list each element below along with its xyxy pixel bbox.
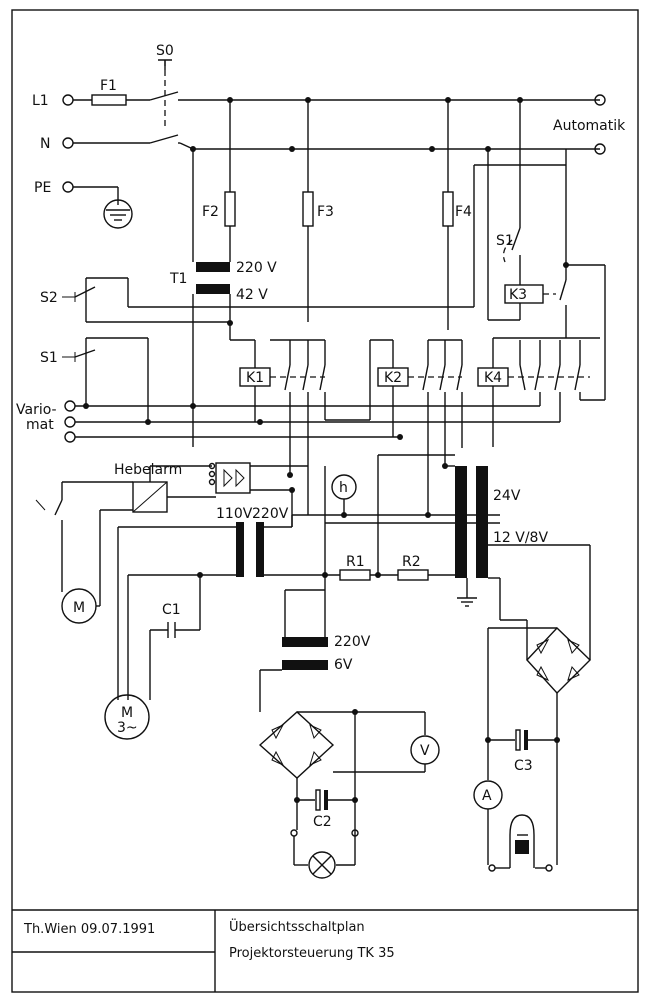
title-block-line1: Übersichtsschaltplan bbox=[229, 920, 365, 935]
variomat-terminals bbox=[64, 400, 560, 443]
label-v: V bbox=[420, 743, 430, 759]
label-k3: K3 bbox=[509, 287, 527, 303]
diagram-labels: S0 F1 L1 N PE Automatik F2 F3 F4 T1 220 … bbox=[16, 43, 626, 830]
label-variomat-2: mat bbox=[26, 417, 54, 433]
hebelarm-section bbox=[35, 462, 308, 624]
sheet-border bbox=[11, 9, 639, 993]
motor-3phase-section bbox=[104, 622, 200, 740]
label-s2: S2 bbox=[40, 290, 58, 306]
label-t1-secondary: 42 V bbox=[236, 287, 268, 303]
label-a: A bbox=[482, 788, 492, 804]
label-f2: F2 bbox=[202, 204, 219, 220]
label-l1: L1 bbox=[32, 93, 49, 109]
label-110v: 110V bbox=[216, 506, 253, 522]
relay-k1 bbox=[229, 323, 326, 490]
fuse-f2 bbox=[224, 191, 236, 227]
ground-symbol bbox=[103, 199, 133, 229]
switch-s1-k3 bbox=[473, 100, 605, 338]
resistors bbox=[339, 454, 455, 581]
label-m-dc: M bbox=[73, 600, 85, 616]
mains-section bbox=[62, 59, 606, 229]
label-c2: C2 bbox=[313, 814, 332, 830]
label-6v: 6V bbox=[334, 657, 353, 673]
bridge-rectifier-right bbox=[473, 578, 591, 872]
label-r1: R1 bbox=[346, 554, 365, 570]
label-s1-left: S1 bbox=[40, 350, 58, 366]
label-h: h bbox=[339, 480, 348, 496]
relay-k4 bbox=[477, 265, 606, 447]
title-block-line2: Projektorsteuerung TK 35 bbox=[229, 946, 395, 961]
motor-m-3phase bbox=[104, 694, 150, 740]
fuse-f4 bbox=[442, 191, 454, 227]
label-f4: F4 bbox=[455, 204, 472, 220]
label-variomat-1: Vario- bbox=[16, 402, 57, 418]
l1-terminal bbox=[62, 94, 74, 106]
lamp bbox=[308, 851, 336, 879]
label-automatik: Automatik bbox=[553, 118, 626, 134]
label-pe: PE bbox=[34, 180, 51, 196]
label-hebelarm: Hebelarm bbox=[114, 462, 182, 478]
label-t1-primary: 220 V bbox=[236, 260, 277, 276]
switch-s0-l1 bbox=[149, 91, 179, 101]
label-m-3phase: M bbox=[121, 705, 133, 721]
resistor-r2 bbox=[397, 569, 429, 581]
label-k2: K2 bbox=[384, 370, 402, 386]
label-r2: R2 bbox=[402, 554, 421, 570]
label-f1: F1 bbox=[100, 78, 117, 94]
label-k1: K1 bbox=[246, 370, 264, 386]
fuse-f1 bbox=[91, 94, 127, 106]
resistor-r1 bbox=[339, 569, 371, 581]
bridge-rectifier-left bbox=[258, 709, 440, 879]
label-24v: 24V bbox=[493, 488, 521, 504]
label-c1: C1 bbox=[162, 602, 181, 618]
label-12v-8v: 12 V/8V bbox=[493, 530, 548, 546]
label-f3: F3 bbox=[317, 204, 334, 220]
automatik-terminal-l1 bbox=[594, 94, 606, 106]
label-t1: T1 bbox=[169, 271, 187, 287]
title-block-author-date: Th.Wien 09.07.1991 bbox=[24, 922, 156, 937]
pe-terminal bbox=[62, 181, 74, 193]
fuse-f3 bbox=[302, 191, 314, 227]
projector-bulb bbox=[509, 814, 535, 868]
transformer-right bbox=[442, 463, 591, 660]
n-terminal bbox=[62, 137, 74, 149]
label-s0: S0 bbox=[156, 43, 174, 59]
switch-s2 bbox=[62, 277, 474, 323]
lamp-transformer bbox=[259, 575, 328, 712]
thyristor-box bbox=[215, 462, 251, 494]
label-s1-top: S1 bbox=[496, 233, 514, 249]
relay-k2 bbox=[325, 339, 463, 515]
label-n: N bbox=[40, 136, 50, 152]
switch-s0-n bbox=[149, 134, 179, 144]
label-k4: K4 bbox=[484, 370, 502, 386]
label-220v-lamp: 220V bbox=[334, 634, 371, 650]
transformer-t1 bbox=[192, 149, 233, 447]
label-220v-main: 220V bbox=[252, 506, 289, 522]
fuse-group bbox=[224, 100, 454, 330]
label-c3: C3 bbox=[514, 758, 533, 774]
label-3phase: 3~ bbox=[117, 720, 138, 736]
automatik-terminal-n bbox=[594, 143, 606, 155]
